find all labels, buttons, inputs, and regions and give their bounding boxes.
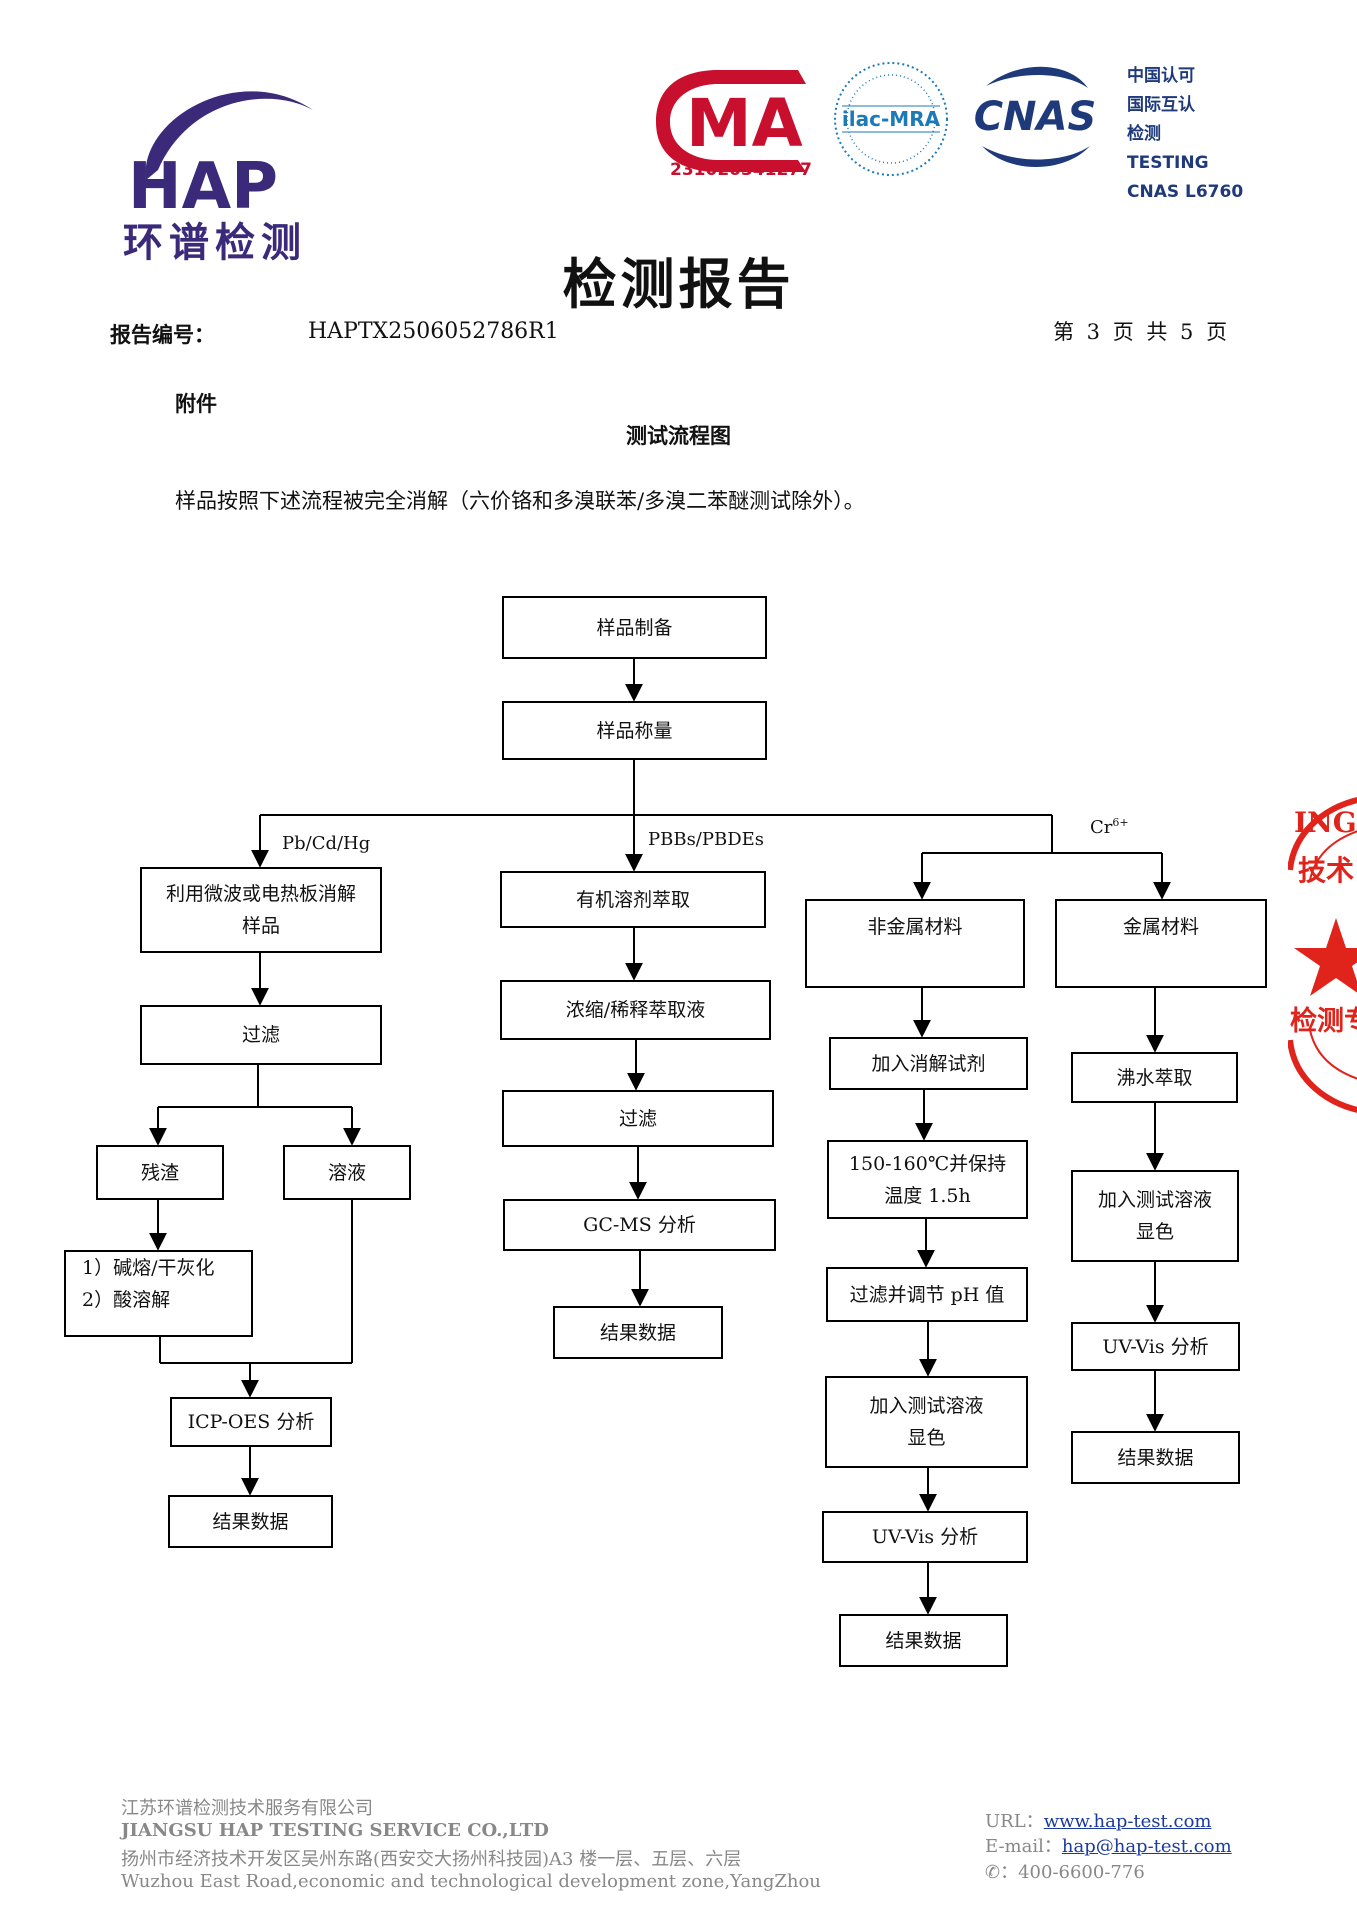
flow-alkali-fusion-line2: 2）酸溶解 (82, 1289, 171, 1311)
flow-b1-result: 结果数据 (168, 1495, 333, 1548)
flow-b3-result: 结果数据 (839, 1614, 1008, 1667)
footer-company-en: JIANGSU HAP TESTING SERVICE CO.,LTD (121, 1820, 549, 1841)
flow-b1-filter: 过滤 (140, 1005, 382, 1065)
footer-email-link[interactable]: hap@hap-test.com (1061, 1836, 1232, 1857)
footer-email-label: E-mail： (985, 1836, 1062, 1857)
cnas-cert-text: 中国认可 国际互认 检测 TESTING CNAS L6760 (1127, 62, 1243, 207)
svg-text:CNAS: CNAS (974, 94, 1097, 140)
page-title: 检测报告 (562, 252, 795, 316)
ilac-mra-logo-icon: ilac-MRA (834, 62, 948, 176)
cert-line: 中国认可 (1127, 66, 1195, 86)
flow-add-reagent: 加入消解试剂 (829, 1037, 1028, 1090)
intro-text: 样品按照下述流程被完全消解（六价铬和多溴联苯/多溴二苯醚测试除外）。 (175, 489, 865, 513)
footer-email-row: E-mail：hap@hap-test.com (985, 1832, 1232, 1858)
flow-sample-prep: 样品制备 (502, 596, 767, 659)
flow-b3-uvvis: UV-Vis 分析 (822, 1511, 1028, 1563)
cert-line: CNAS L6760 (1127, 182, 1244, 202)
svg-text:ilac-MRA: ilac-MRA (842, 107, 941, 131)
cert-line: 检测 (1127, 124, 1161, 144)
cert-line: 国际互认 (1127, 95, 1195, 115)
flowchart-title: 测试流程图 (626, 423, 731, 448)
hap-logo-cn: 环谱检测 (123, 220, 307, 266)
hap-logo-icon: HAP (128, 91, 313, 224)
flow-alkali-fusion-line1: 1）碱熔/干灰化 (82, 1257, 215, 1279)
flow-sample-weigh: 样品称量 (502, 701, 767, 760)
flow-gc-ms: GC-MS 分析 (503, 1199, 776, 1251)
branch-label-cr6: Cr6+ (1090, 816, 1129, 838)
flow-concentrate: 浓缩/稀释萃取液 (500, 980, 771, 1040)
flow-b3-color-line1: 加入测试溶液 (869, 1395, 984, 1417)
flow-microwave-digest: 利用微波或电热板消解 样品 (140, 867, 382, 953)
svg-text:HAP: HAP (128, 150, 278, 224)
report-number-label: 报告编号： (110, 322, 215, 347)
flow-heat-line1: 150-160℃并保持 (848, 1152, 1007, 1175)
branch-label-cr6-base: Cr (1090, 817, 1113, 838)
flow-boil-extract: 沸水萃取 (1071, 1052, 1238, 1103)
flow-metal: 金属材料 (1055, 899, 1267, 988)
footer-address-en: Wuzhou East Road,economic and technologi… (121, 1871, 821, 1892)
svg-text:检测专: 检测专 (1290, 1005, 1357, 1037)
flow-residue: 残渣 (96, 1145, 224, 1200)
branch-label-cr6-sup: 6+ (1112, 816, 1129, 829)
footer-phone-row: ✆：400-6600-776 (985, 1862, 1145, 1883)
svg-text:技术: 技术 (1298, 854, 1354, 887)
flow-b2-filter: 过滤 (502, 1090, 774, 1147)
cnas-logo-icon: CNAS (974, 66, 1097, 167)
footer-company-cn: 江苏环谱检测技术服务有限公司 (121, 1798, 373, 1819)
flow-b3-color: 加入测试溶液 显色 (825, 1376, 1028, 1468)
footer-url-row: URL：www.hap-test.com (985, 1807, 1212, 1833)
flow-b4-uvvis: UV-Vis 分析 (1071, 1322, 1240, 1371)
appendix-heading: 附件 (175, 391, 217, 416)
footer-address-cn: 扬州市经济技术开发区吴州东路(西安交大扬州科技园)A3 楼一层、五层、六层 (121, 1849, 742, 1870)
branch-label-pb-cd-hg: Pb/Cd/Hg (282, 833, 371, 854)
flow-nonmetal: 非金属材料 (805, 899, 1025, 988)
flow-microwave-digest-line2: 样品 (241, 915, 280, 937)
footer-url-link[interactable]: www.hap-test.com (1043, 1811, 1212, 1832)
cma-logo-icon: MA (656, 70, 806, 172)
flow-filter-ph: 过滤并调节 pH 值 (826, 1267, 1028, 1322)
page-info: 第 3 页 共 5 页 (1053, 320, 1231, 344)
phone-icon: ✆ (985, 1862, 1001, 1883)
flow-icp-oes: ICP-OES 分析 (170, 1397, 332, 1447)
flow-b4-color-line2: 显色 (1135, 1221, 1174, 1243)
branch-label-pbbs-pbdes: PBBs/PBDEs (648, 829, 765, 850)
seal-stamp-icon: ING 技术 检测专 (1288, 797, 1357, 1113)
svg-text:ING: ING (1294, 806, 1357, 839)
flow-alkali-fusion: 1）碱熔/干灰化 2）酸溶解 (64, 1250, 253, 1337)
flow-b3-color-line2: 显色 (907, 1427, 946, 1449)
footer-phone: 400-6600-776 (1018, 1862, 1145, 1883)
flow-solvent-extract: 有机溶剂萃取 (500, 871, 766, 928)
report-number: HAPTX2506052786R1 (308, 319, 559, 344)
svg-text:MA: MA (686, 85, 803, 162)
flow-heat-line2: 温度 1.5h (884, 1184, 971, 1207)
flow-microwave-digest-line1: 利用微波或电热板消解 (165, 883, 356, 905)
footer-url-label: URL： (985, 1811, 1044, 1832)
flow-solution: 溶液 (283, 1145, 411, 1200)
flow-b4-color: 加入测试溶液 显色 (1071, 1170, 1239, 1262)
flow-heat: 150-160℃并保持 温度 1.5h (827, 1140, 1028, 1219)
flow-b2-result: 结果数据 (553, 1306, 723, 1359)
cma-number: 231020341277 (670, 160, 812, 180)
cert-line: TESTING (1127, 153, 1209, 173)
flow-b4-color-line1: 加入测试溶液 (1097, 1189, 1212, 1211)
flow-b4-result: 结果数据 (1071, 1431, 1240, 1484)
